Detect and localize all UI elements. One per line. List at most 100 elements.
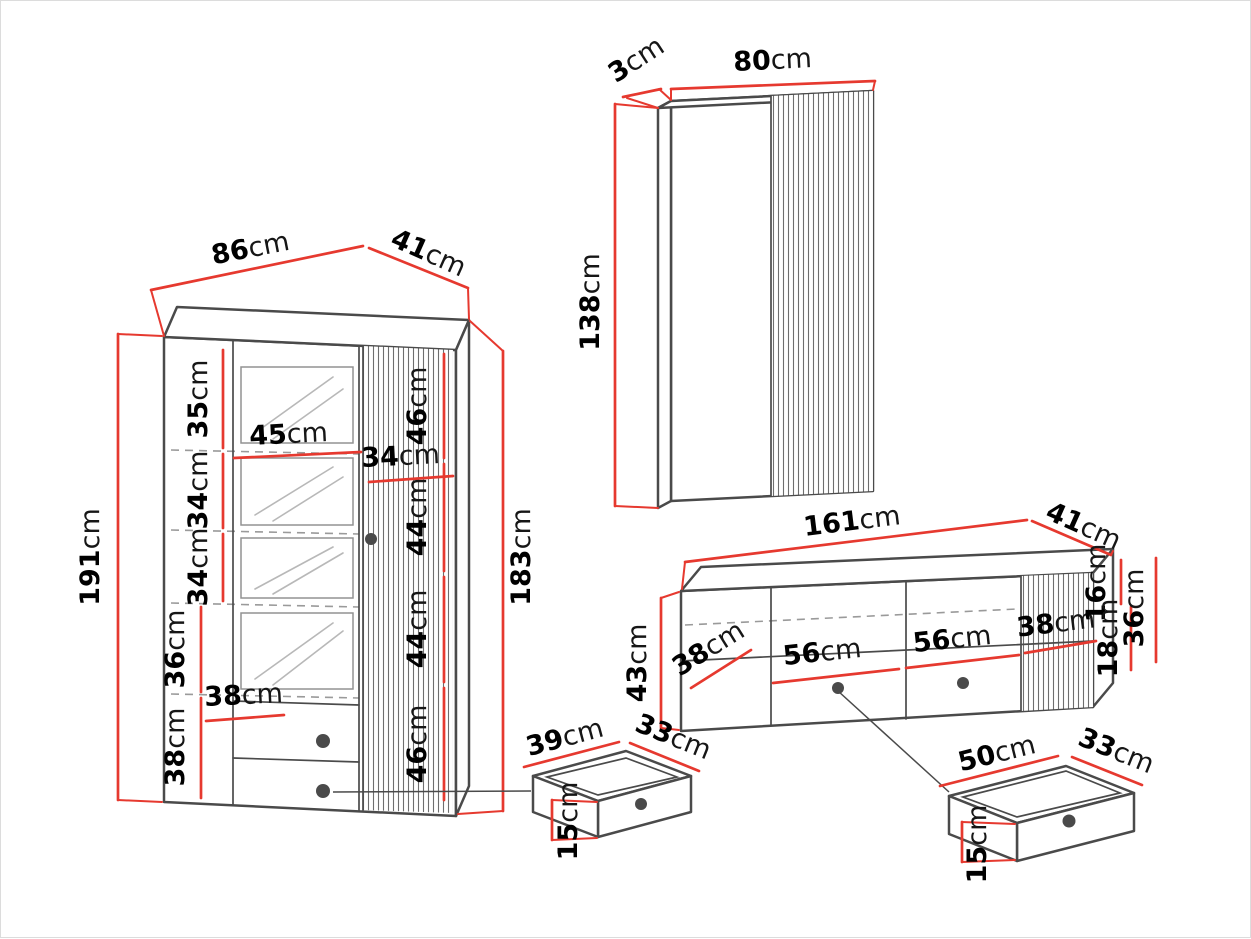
leader-lines <box>332 690 950 793</box>
dimension-extension <box>961 821 1016 825</box>
dimension-extension <box>551 837 598 841</box>
dashed-shelf-line <box>170 602 360 608</box>
tvstand-shelf-divider <box>680 640 1094 662</box>
dimension-extension <box>150 289 165 337</box>
small-drawer: 39cm 33cm 15cm <box>522 708 715 861</box>
cabinet-drawer-knob <box>316 734 330 748</box>
dimension-line-width <box>938 754 1060 788</box>
glass-shine <box>272 552 344 595</box>
dimension-line-section <box>1023 639 1098 655</box>
glass-pane <box>240 366 354 444</box>
large-drawer-dimension-lines <box>938 754 1144 864</box>
tvstand-dimension-lines <box>659 518 1158 731</box>
cabinet-drawer-divider <box>232 757 360 763</box>
dimension-line-width <box>149 244 365 292</box>
cabinet-drawer-width-label: 38cm <box>203 678 283 713</box>
dimension-extension <box>467 287 470 320</box>
cabinet-right-door-width-label: 34cm <box>360 439 440 474</box>
dashed-shelf-line <box>170 693 360 699</box>
dimension-line-depth <box>628 741 701 773</box>
dimension-extension <box>117 799 163 803</box>
panel-side-face <box>656 99 673 510</box>
glass-shine <box>254 546 334 590</box>
tvstand-right-height-1-label: 16cm <box>1081 544 1112 623</box>
glass-pane <box>240 457 354 526</box>
dimension-line-section <box>904 653 1021 670</box>
dimension-line-section <box>771 667 901 685</box>
large-drawer-inner-opening <box>960 770 1123 818</box>
glass-shine <box>272 388 344 440</box>
small-drawer-dimension-lines <box>522 740 701 842</box>
panel-height-label: 138cm <box>575 253 606 351</box>
dimension-extension <box>457 810 504 815</box>
large-drawer-depth-label: 33cm <box>1074 722 1159 780</box>
panel-width-label: 80cm <box>732 43 812 78</box>
tvstand-drawer-knob <box>957 677 969 689</box>
dimension-extension <box>614 505 659 509</box>
cabinet-width-label: 86cm <box>209 226 292 271</box>
large-drawer-knob <box>1062 814 1076 828</box>
tvstand-right-height-2-label: 36cm <box>1119 569 1150 648</box>
glass-shine <box>254 622 334 680</box>
glass-shine <box>272 476 344 522</box>
cabinet-labels: 86cm 41cm 191cm 35cm 34cm 34cm 36cm 38cm… <box>75 223 537 786</box>
small-drawer-inner-opening <box>544 757 680 796</box>
large-drawer: 50cm 33cm 15cm <box>938 722 1159 884</box>
cabinet-door-knob <box>365 533 377 545</box>
panel-lamella-area <box>771 91 873 496</box>
dimension-line-drawer-width <box>204 713 286 723</box>
dimension-extension <box>469 320 504 352</box>
cabinet-right-section-4-label: 46cm <box>402 705 433 784</box>
cabinet-left-section-5-label: 38cm <box>160 708 191 787</box>
cabinet-lamella-door <box>363 346 453 813</box>
small-drawer-knob <box>635 798 647 810</box>
tvstand-drawer-knob <box>832 682 844 694</box>
dashed-shelf-line <box>170 529 360 535</box>
dimension-line-width <box>522 740 621 769</box>
large-drawer-height-label: 15cm <box>962 805 993 884</box>
tvstand-front-section-4-label: 38cm <box>1015 603 1097 643</box>
tvstand-front-section-2-label: 56cm <box>781 633 863 672</box>
cabinet-right-section-3-label: 44cm <box>402 590 433 669</box>
dimension-extension <box>658 88 672 101</box>
small-drawer-side-face <box>531 774 600 839</box>
dimension-line-door-width <box>367 474 455 484</box>
glass-shine <box>272 630 344 686</box>
cabinet-drawer-leader-line <box>332 790 532 793</box>
dimension-line-depth <box>1070 755 1144 787</box>
cabinet-drawer-top-line <box>232 700 360 706</box>
large-drawer-side-face <box>947 794 1019 863</box>
dimension-line-shelf-width <box>232 450 363 460</box>
glass-shine <box>254 466 334 516</box>
small-drawer-height-label: 15cm <box>553 782 584 861</box>
glass-pane <box>240 612 354 690</box>
tv-stand: 161cm 41cm 43cm 38cm 56cm 56cm 38cm 16cm… <box>622 496 1158 733</box>
cabinet-right-section-2-label: 44cm <box>402 478 433 557</box>
tvstand-front-section-3-label: 56cm <box>911 620 993 659</box>
cabinet-left-section-2-label: 34cm <box>183 451 214 530</box>
tvstand-width-label: 161cm <box>802 500 903 543</box>
dimension-extension <box>614 103 659 109</box>
tvstand-right-height-3-label: 18cm <box>1093 599 1124 678</box>
dimension-extension <box>626 97 659 109</box>
tall-cabinet: 86cm 41cm 191cm 35cm 34cm 34cm 36cm 38cm… <box>75 223 537 818</box>
dimension-line-thickness <box>621 87 663 99</box>
tvstand-drawer-leader-line <box>837 690 950 793</box>
panel-dimension-lines <box>613 79 877 509</box>
dimension-extension <box>681 561 686 590</box>
tvstand-height-label: 43cm <box>622 624 653 703</box>
cabinet-drawer-knob <box>316 784 330 798</box>
dimension-extension <box>660 727 680 731</box>
cabinet-height-label: 191cm <box>75 508 106 606</box>
dimension-extension <box>660 591 680 599</box>
cabinet-shelf-width-label: 45cm <box>248 417 328 452</box>
cabinet-interior-height-label: 183cm <box>506 508 537 606</box>
glass-pane <box>240 537 354 599</box>
dimension-extension <box>961 859 1016 863</box>
cabinet-depth-label: 41cm <box>386 223 471 283</box>
dimension-extension <box>1110 550 1114 556</box>
dimension-line-width <box>669 79 877 91</box>
cabinet-left-section-4-label: 36cm <box>160 610 191 689</box>
